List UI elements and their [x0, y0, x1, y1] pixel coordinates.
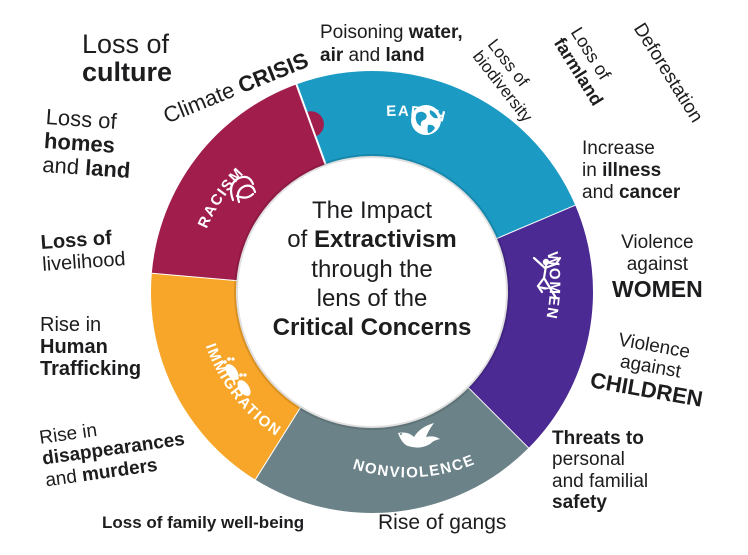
footprints-icon — [223, 357, 251, 396]
dancing-woman-icon — [532, 256, 562, 300]
segment-immigration — [150, 272, 300, 480]
globe-icon — [411, 105, 441, 135]
label-poisoning: Poisoning water, air and land — [320, 22, 463, 66]
hands-icon — [229, 175, 257, 204]
dove-icon — [398, 423, 440, 448]
segment-racism — [151, 84, 326, 281]
segment-women — [468, 205, 593, 449]
label-rise-of-gangs: Rise of gangs — [378, 511, 507, 534]
segment-nonviolence — [254, 388, 529, 513]
segment-label-women: WOMEN — [542, 251, 563, 321]
center-title: The Impact of Extractivism through the l… — [272, 197, 472, 342]
segment-earth — [296, 71, 576, 239]
segment-divider — [295, 83, 327, 165]
center-disc — [239, 159, 505, 425]
label-family-well-being: Loss of family well-being — [102, 513, 305, 532]
label-illness-cancer: Increase in illness and cancer — [582, 138, 681, 203]
